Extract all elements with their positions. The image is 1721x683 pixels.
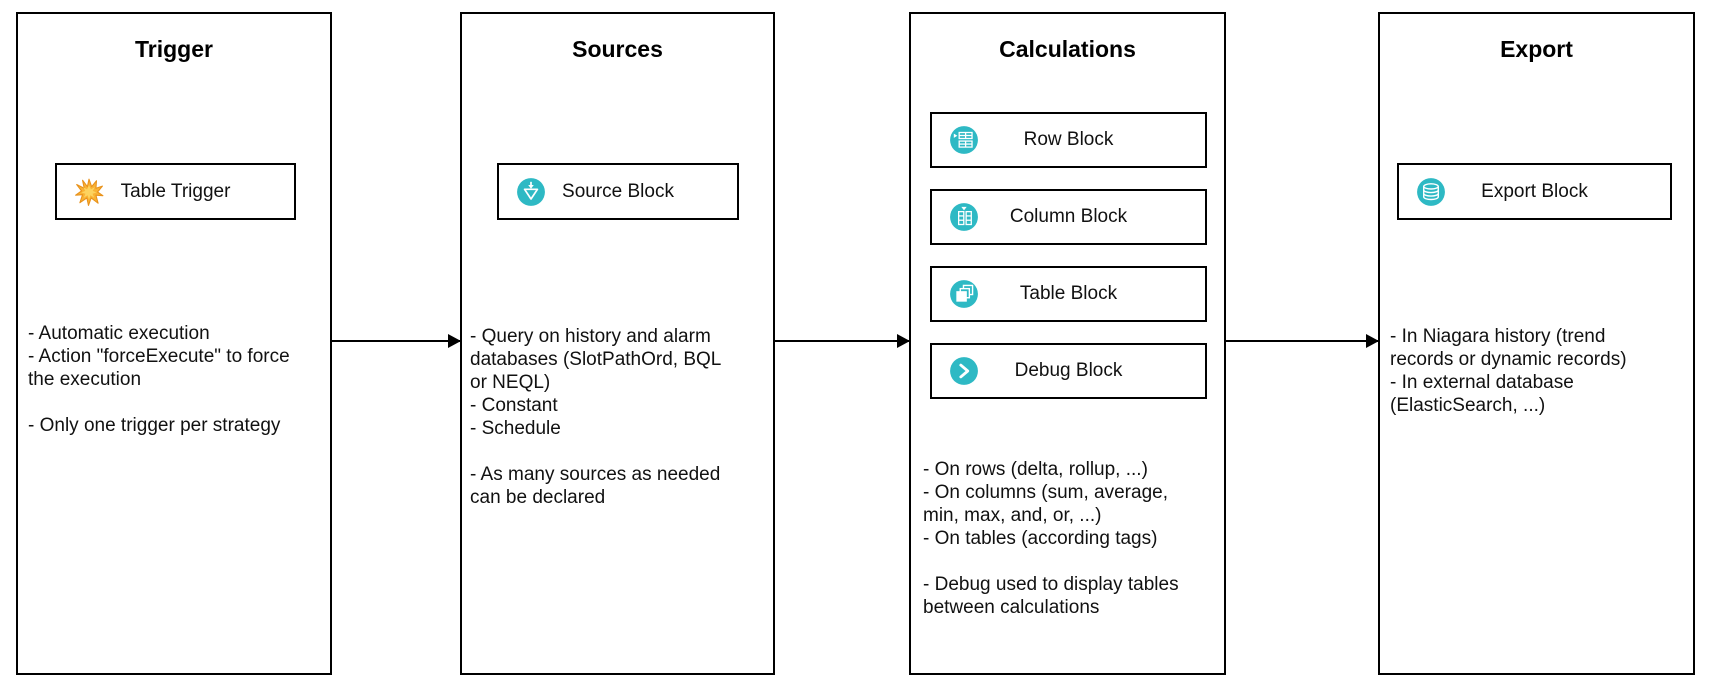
arrowhead-icon	[897, 334, 910, 348]
connector-sources-to-calculations	[775, 334, 910, 348]
connector-trigger-to-sources	[332, 334, 461, 348]
spark-icon	[74, 177, 104, 207]
connector-calculations-to-export	[1225, 334, 1379, 348]
block-label: Column Block	[1009, 206, 1128, 227]
panel-title: Trigger	[135, 36, 213, 62]
arrowhead-icon	[448, 334, 461, 348]
arrowhead-icon	[1366, 334, 1379, 348]
block-table-trigger: Table Trigger	[55, 163, 296, 220]
block-row: Row Block	[930, 112, 1207, 168]
block-label: Debug Block	[1014, 360, 1123, 381]
panel-export: Export Export Block - In Niagara history…	[1378, 12, 1695, 675]
table-rows-icon	[949, 125, 979, 155]
block-label: Row Block	[1023, 129, 1114, 150]
panel-title: Export	[1500, 36, 1573, 62]
block-source: Source Block	[497, 163, 739, 220]
table-columns-icon	[949, 202, 979, 232]
block-column: Column Block	[930, 189, 1207, 245]
panel-trigger: Trigger Table Trigger - Automatic execut…	[16, 12, 332, 675]
calculations-notes: - On rows (delta, rollup, ...) - On colu…	[923, 459, 1179, 618]
database-icon	[1416, 177, 1446, 207]
export-notes: - In Niagara history (trend records or d…	[1390, 326, 1627, 416]
block-debug: Debug Block	[930, 343, 1207, 399]
block-label: Source Block	[562, 180, 674, 202]
chevron-right-icon	[949, 356, 979, 386]
sources-notes: - Query on history and alarm databases (…	[470, 326, 722, 508]
funnel-icon	[516, 177, 546, 207]
panel-calculations: Calculations Row Block	[909, 12, 1226, 675]
block-table: Table Block	[930, 266, 1207, 322]
stacked-tables-icon	[949, 279, 979, 309]
block-label: Table Block	[1019, 283, 1118, 304]
panel-title: Sources	[572, 36, 663, 62]
panel-title: Calculations	[999, 36, 1136, 62]
panel-sources: Sources Source Block - Query on history …	[460, 12, 775, 675]
block-label: Export Block	[1481, 180, 1588, 202]
trigger-notes: - Automatic execution - Action "forceExe…	[28, 323, 290, 436]
block-label: Table Trigger	[120, 180, 231, 202]
block-export: Export Block	[1397, 163, 1672, 220]
